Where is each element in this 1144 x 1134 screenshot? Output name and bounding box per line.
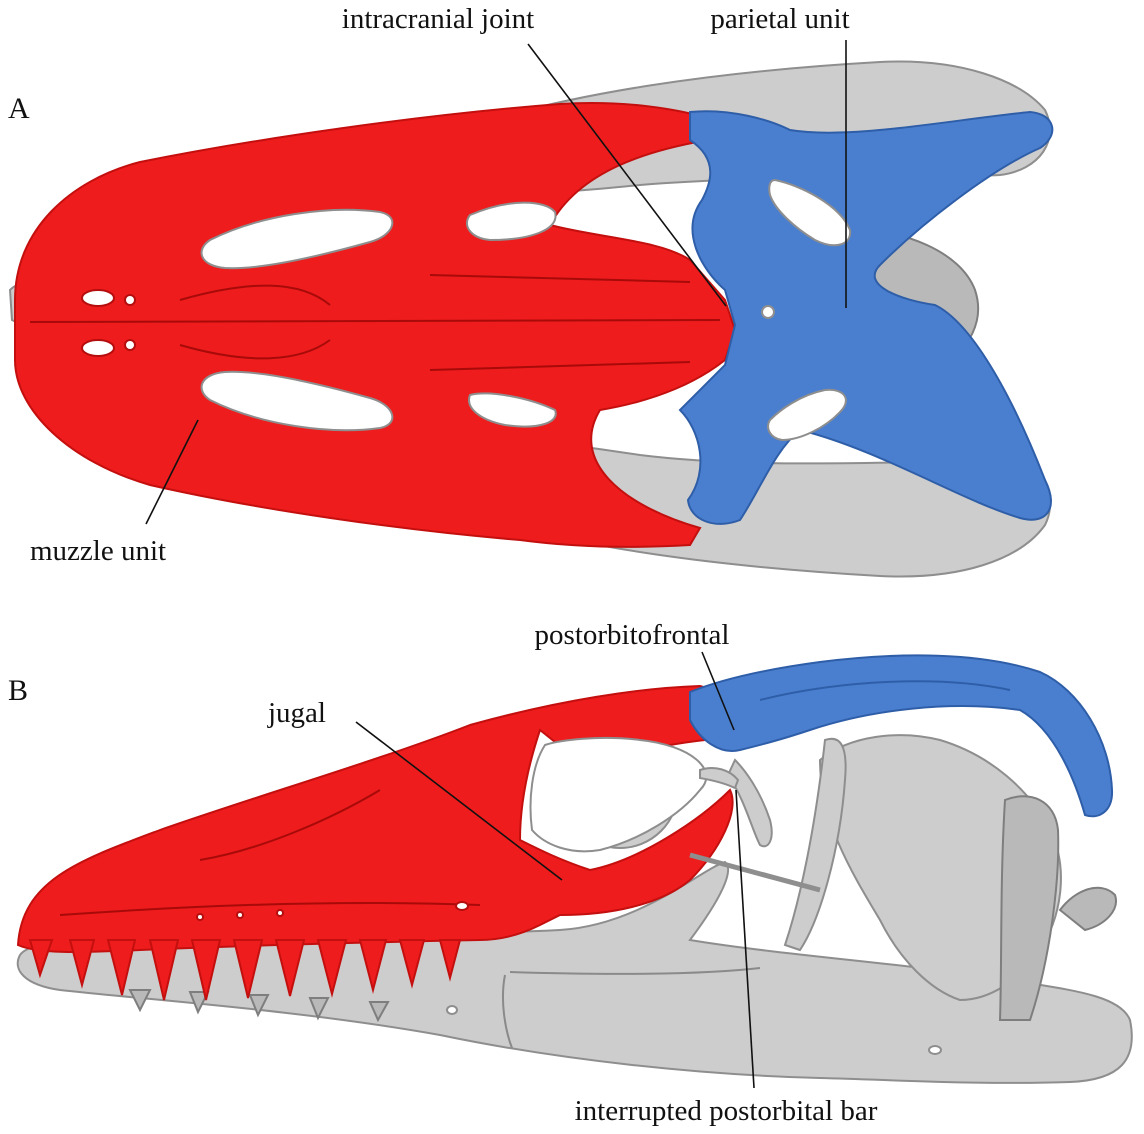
lateral-orbit xyxy=(529,736,708,853)
panel-b: B postorbitofrontal jugal interrupted po… xyxy=(8,619,1133,1127)
label-parietal-unit: parietal unit xyxy=(710,3,849,35)
muzzle-unit-lateral xyxy=(16,684,734,1001)
leader-interrupted-postorbital-bar xyxy=(735,789,755,1089)
parietal-foramen xyxy=(761,305,775,319)
label-jugal: jugal xyxy=(267,697,326,729)
leader-jugal xyxy=(355,721,563,881)
right-orbit-window xyxy=(200,370,394,432)
parietal-unit-lateral xyxy=(689,654,1114,818)
leader-intracranial-joint xyxy=(527,43,727,307)
left-orbit-window xyxy=(200,208,394,270)
upper-teeth xyxy=(28,939,462,1001)
label-postorbitofrontal: postorbitofrontal xyxy=(535,619,730,651)
panel-a-letter: A xyxy=(8,92,30,125)
panel-a: A intracranial joint parietal unit muzzl… xyxy=(8,3,1054,578)
label-muzzle-unit: muzzle unit xyxy=(30,535,166,567)
parietal-unit xyxy=(678,110,1054,525)
label-interrupted-postorbital-bar: interrupted postorbital bar xyxy=(575,1095,878,1127)
panel-b-letter: B xyxy=(8,674,28,707)
leader-postorbitofrontal xyxy=(701,651,735,731)
label-intracranial-joint: intracranial joint xyxy=(342,3,534,35)
leader-muzzle-unit xyxy=(145,419,199,525)
